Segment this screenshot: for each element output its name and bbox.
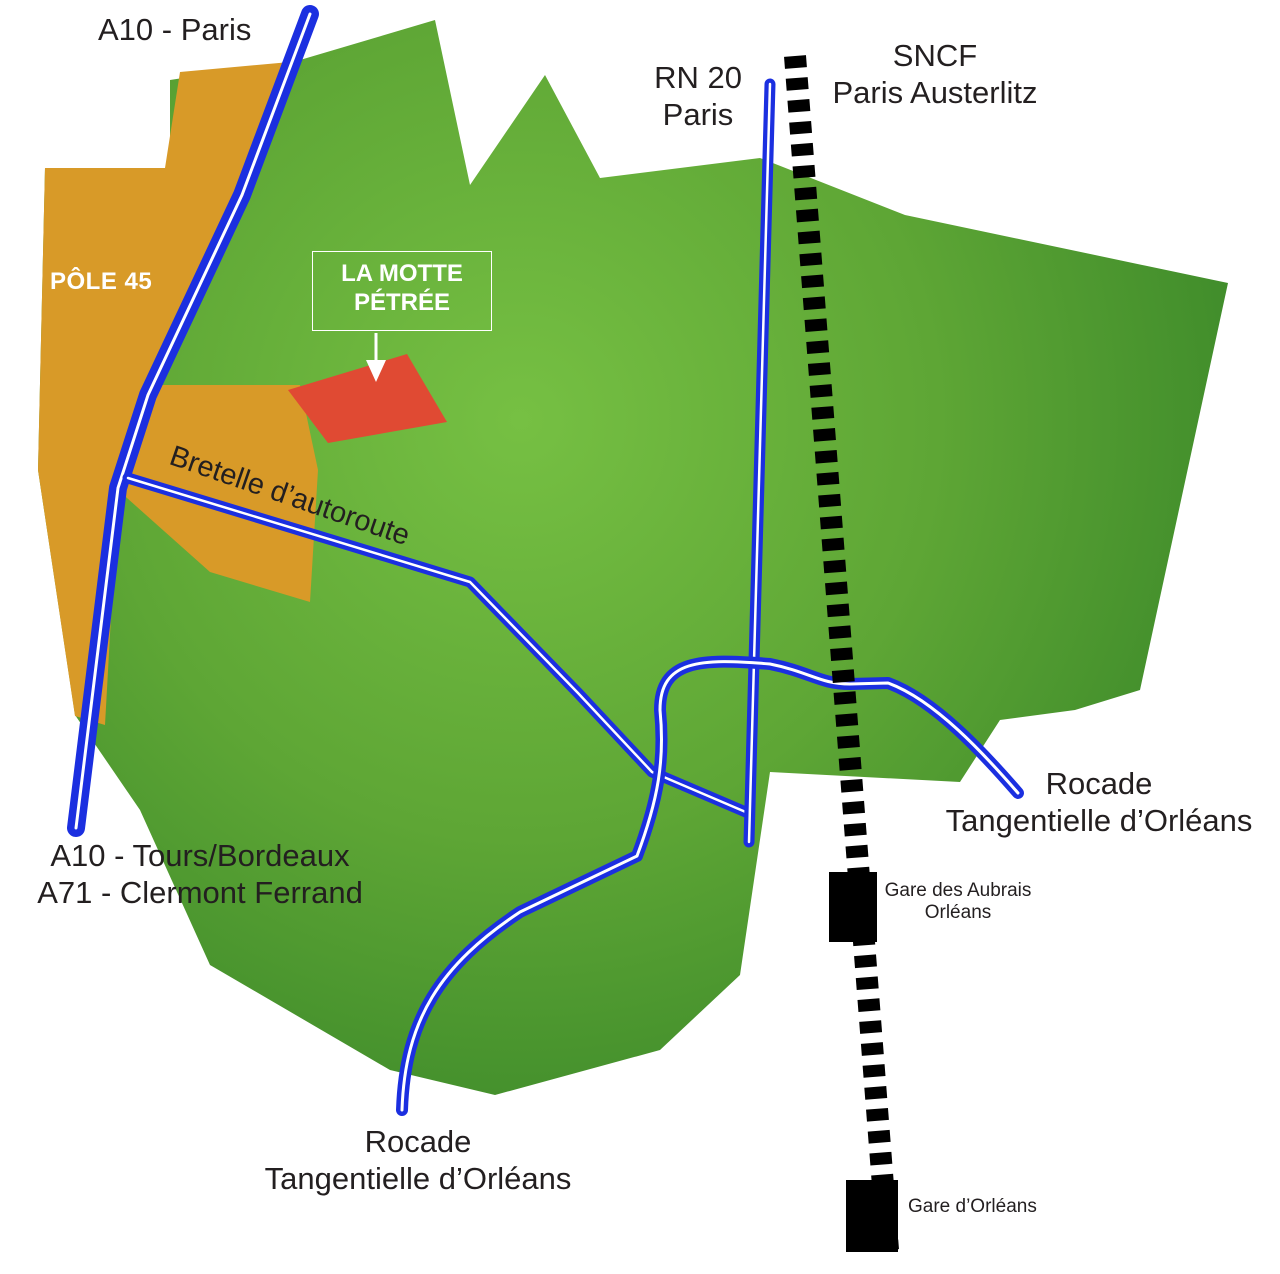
la-motte-petree-line2: PÉTRÉE [353, 288, 451, 316]
gare-d-orleans-label: Gare d’Orléans [908, 1196, 1037, 1217]
zone-area [38, 20, 1228, 1095]
down-arrow-icon [366, 333, 386, 382]
sncf-label: SNCF Paris Austerlitz [815, 38, 1055, 111]
rocade-east-line1: Rocade [1045, 766, 1153, 801]
la-motte-petree-parcel [288, 354, 447, 443]
rocade-south-line1: Rocade [364, 1124, 472, 1159]
gare-des-aubrais-line1: Gare des Aubrais [884, 880, 1032, 901]
a10-south-label: A10 - Tours/Bordeaux A71 - Clermont Ferr… [14, 838, 386, 911]
rocade-east-label: Rocade Tangentielle d’Orléans [918, 766, 1280, 839]
sncf-label-line1: SNCF [892, 38, 978, 73]
rn20-label-line2: Paris [662, 96, 734, 132]
rocade-south-line2: Tangentielle d’Orléans [264, 1160, 572, 1196]
rocade-east-line2: Tangentielle d’Orléans [945, 802, 1253, 838]
gare-des-aubrais-station-icon [829, 872, 877, 942]
gare-des-aubrais-label: Gare des Aubrais Orléans [884, 880, 1032, 925]
la-motte-petree-callout: LA MOTTE PÉTRÉE [312, 251, 492, 331]
pole45-label: PÔLE 45 [50, 268, 153, 295]
rn20-label: RN 20 Paris [648, 60, 748, 133]
a10-south-line1: A10 - Tours/Bordeaux [50, 838, 350, 873]
roads [67, 5, 1024, 1116]
sncf-railway [784, 55, 899, 1251]
la-motte-petree-line1: LA MOTTE [341, 260, 463, 287]
a10-south-line2: A71 - Clermont Ferrand [37, 874, 363, 910]
gare-d-orleans-station-icon [846, 1180, 898, 1252]
rn20-label-line1: RN 20 [654, 60, 742, 95]
gare-des-aubrais-line2: Orléans [924, 902, 992, 924]
a10-paris-label: A10 - Paris [98, 12, 252, 47]
rocade-south-label: Rocade Tangentielle d’Orléans [240, 1124, 596, 1197]
sncf-label-line2: Paris Austerlitz [832, 74, 1038, 110]
